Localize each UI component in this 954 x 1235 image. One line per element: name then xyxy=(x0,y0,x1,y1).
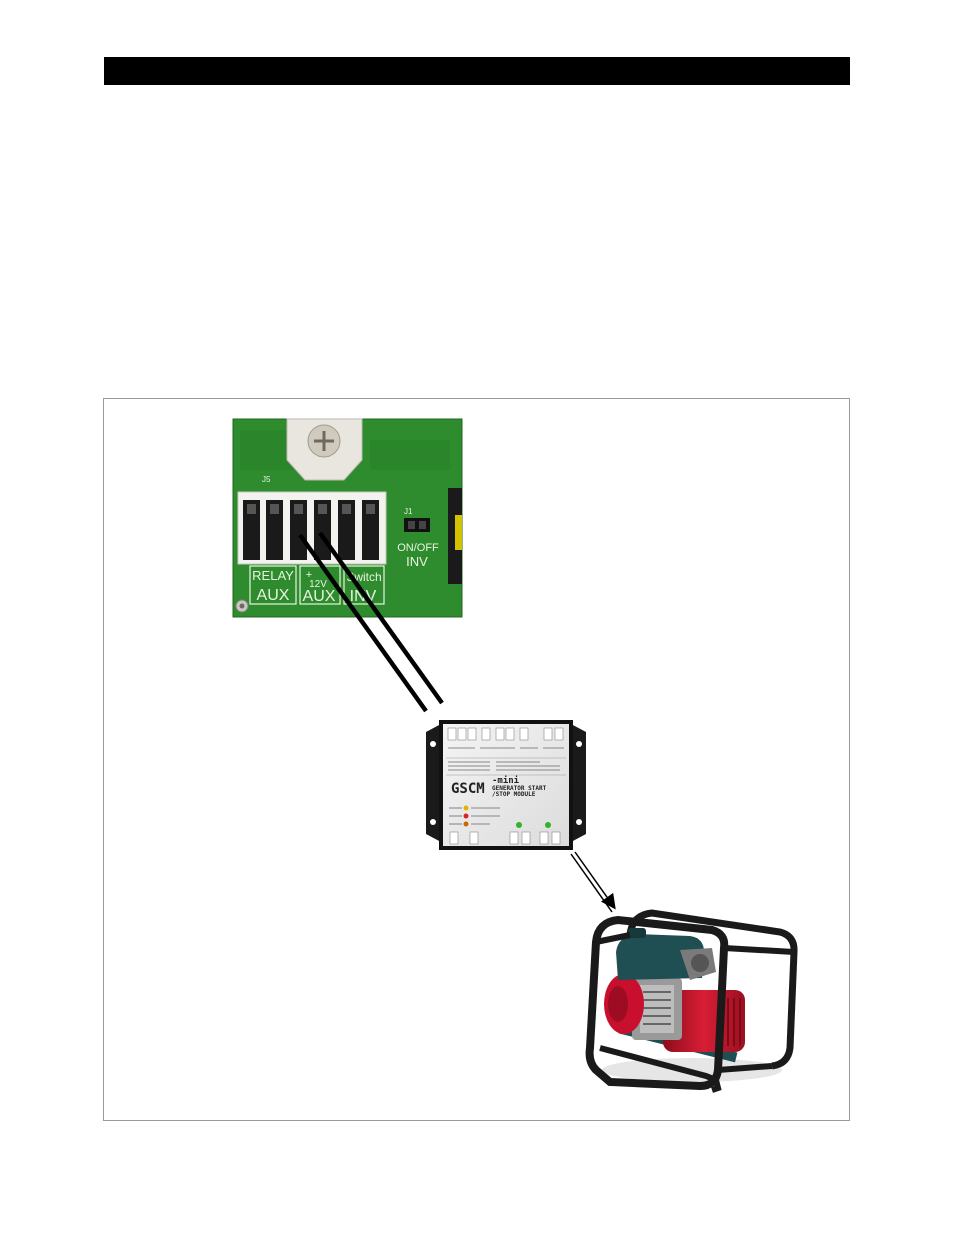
module-brand: GSCM xyxy=(451,781,485,797)
connector-id-label: J5 xyxy=(262,475,271,484)
arrow-line-1 xyxy=(571,854,612,912)
pcb-photo: J5 J1 ON/OFF INV R xyxy=(233,419,462,617)
control-arrow xyxy=(571,852,614,912)
led-k2-icon xyxy=(545,822,551,828)
jumper-id-label: J1 xyxy=(404,507,413,516)
generator-icon xyxy=(590,913,794,1090)
arrow-line-2 xyxy=(575,852,614,907)
gscm-module: GSCM -mini GENERATOR START /STOP MODULE xyxy=(426,720,586,850)
led-start-icon xyxy=(464,806,469,811)
jumper-j1 xyxy=(404,518,430,532)
led-fault-icon xyxy=(464,822,469,827)
jumper-label-inv: INV xyxy=(406,554,428,569)
led-k1-icon xyxy=(516,822,522,828)
relay-aux-label: AUX xyxy=(257,587,290,604)
mounting-screw-icon xyxy=(287,419,362,480)
module-title-line-2: /STOP MODULE xyxy=(492,791,536,798)
aux12-aux-label: AUX xyxy=(303,588,336,605)
led-gen-icon xyxy=(464,814,469,819)
jumper-label-onoff: ON/OFF xyxy=(397,542,439,554)
relay-label: RELAY xyxy=(252,568,294,583)
